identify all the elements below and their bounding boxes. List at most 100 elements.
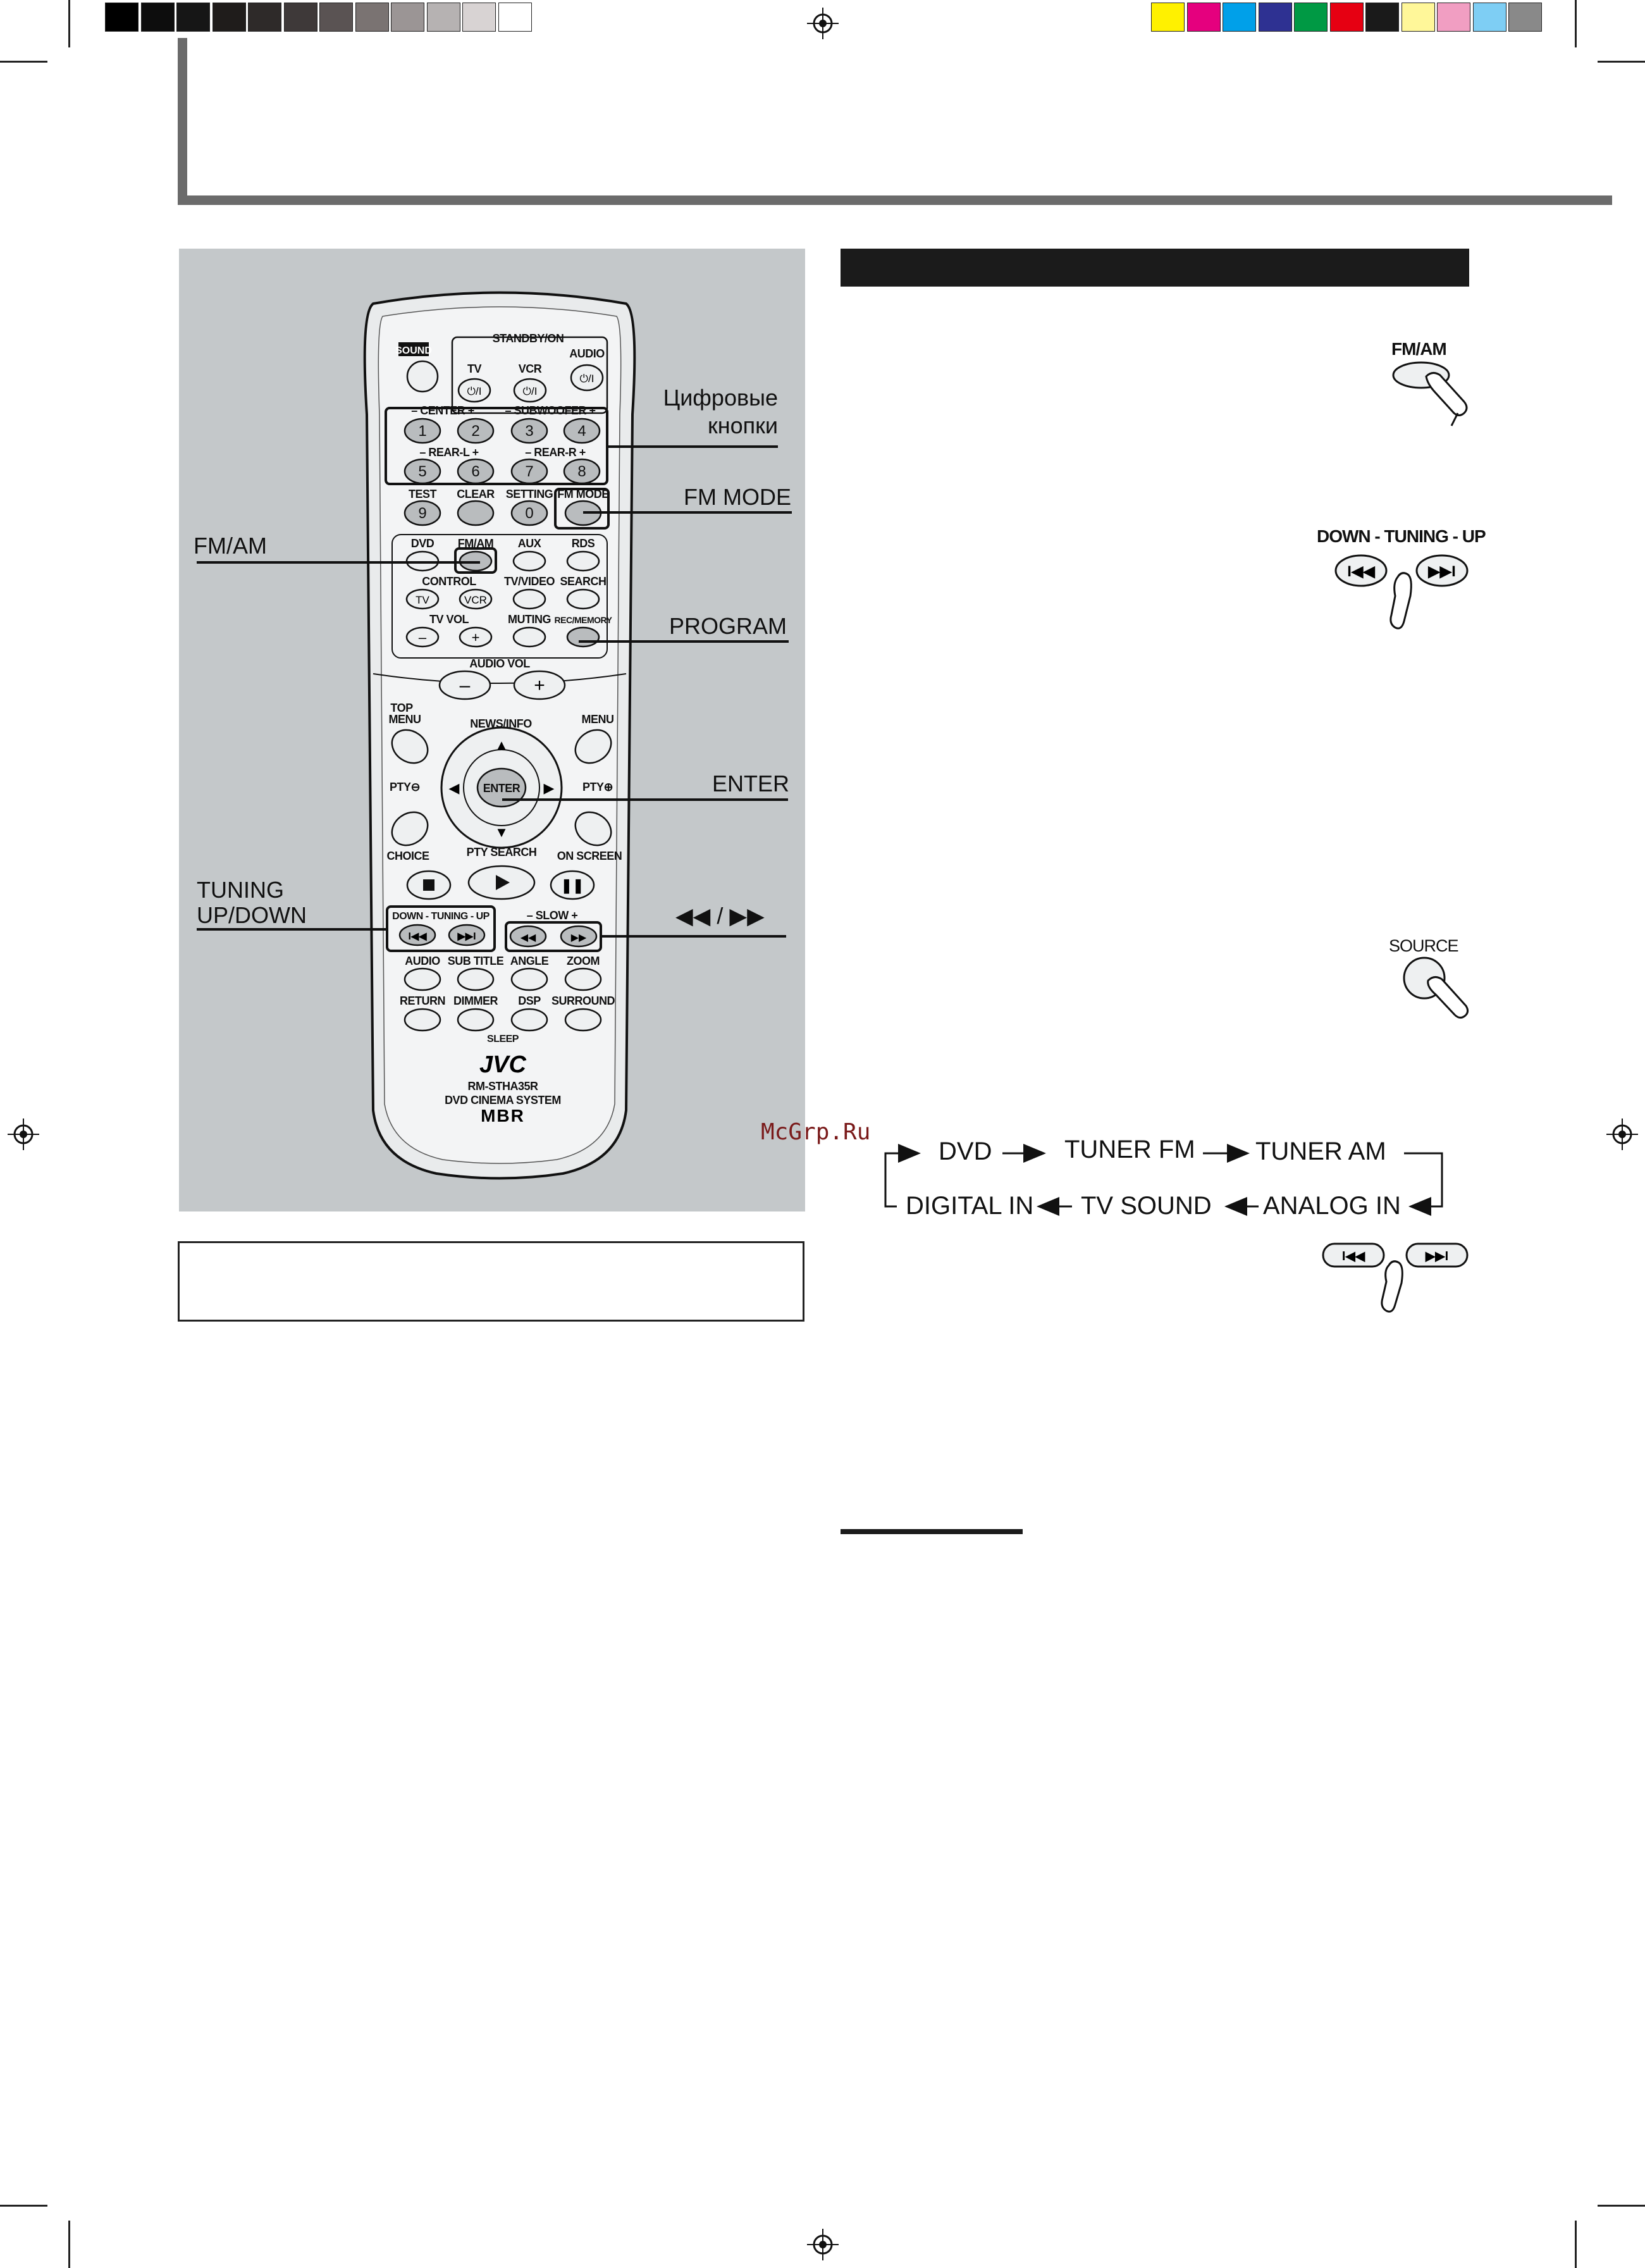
digit-2-button[interactable] <box>457 418 495 444</box>
color-patch <box>105 3 139 32</box>
digit-8-label: 8 <box>577 463 586 480</box>
setting-label: SETTING <box>506 488 553 500</box>
muting-button[interactable] <box>512 626 546 648</box>
pause-button[interactable] <box>550 870 595 900</box>
color-patch <box>1258 3 1292 32</box>
subtitle-button[interactable] <box>457 967 495 991</box>
tvvol-plus-button[interactable] <box>459 626 493 648</box>
digit-1-button[interactable] <box>404 418 441 444</box>
control-vcr-button[interactable] <box>459 588 493 610</box>
enter-remote-label: ENTER <box>483 782 521 795</box>
fmam-button-label: FM/AM <box>1391 339 1447 359</box>
color-patch <box>1508 3 1542 32</box>
control-tv-button[interactable] <box>405 588 440 610</box>
center-label: – CENTER + <box>411 404 474 417</box>
digit-5-button[interactable] <box>404 458 441 485</box>
crop-mark <box>68 2221 70 2268</box>
flow-digital-in: DIGITAL IN <box>906 1192 1034 1220</box>
zoom-button[interactable] <box>564 967 602 991</box>
angle-button[interactable] <box>510 967 548 991</box>
fm-mode-leader <box>583 511 792 514</box>
audio-vol-label: AUDIO VOL <box>469 657 530 670</box>
finger-icon <box>1425 372 1468 416</box>
skip-back-icon: I◀◀ <box>408 931 427 942</box>
menu-button[interactable] <box>569 723 618 770</box>
rec-memory-button[interactable] <box>566 626 600 648</box>
rds-button[interactable] <box>566 550 600 572</box>
control-vcr-text: VCR <box>464 594 487 606</box>
choice-button[interactable] <box>386 805 434 852</box>
audio-vol-minus-button[interactable] <box>438 670 491 700</box>
dimmer-label: DIMMER <box>453 995 498 1007</box>
digit-3-button[interactable] <box>510 418 548 444</box>
return-button[interactable] <box>404 1008 441 1032</box>
right-arrow-icon[interactable]: ▶ <box>544 780 555 796</box>
audio-button[interactable] <box>404 967 441 991</box>
on-screen-button[interactable] <box>569 805 618 852</box>
digit-7-label: 7 <box>525 463 533 480</box>
source-button-illustration[interactable] <box>1398 955 1474 1025</box>
tvvol-plus-text: + <box>472 629 480 645</box>
digit-9-button[interactable] <box>404 500 441 526</box>
rew-ff-leader <box>601 935 786 938</box>
tuning-callout-line1: TUNING <box>197 877 284 903</box>
left-arrow-icon[interactable]: ◀ <box>449 780 460 796</box>
top-menu-button[interactable] <box>386 723 434 770</box>
color-patch <box>248 3 281 32</box>
color-patch <box>426 3 460 32</box>
test-label: TEST <box>409 488 437 500</box>
sound-button[interactable] <box>406 360 439 393</box>
crop-mark <box>0 61 47 63</box>
audio-vol-plus-button[interactable] <box>513 670 566 700</box>
fm-mode-group <box>554 488 610 530</box>
digit-4-button[interactable] <box>563 418 601 444</box>
flow-analog-in: ANALOG IN <box>1263 1192 1401 1220</box>
digit-8-button[interactable] <box>563 458 601 485</box>
color-patch <box>1437 3 1470 32</box>
color-patch <box>140 3 175 32</box>
color-patch <box>283 3 317 32</box>
tv-power-button[interactable] <box>457 378 491 403</box>
news-info-label: NEWS/INFO <box>470 717 532 730</box>
aux-button[interactable] <box>512 550 546 572</box>
digit-6-button[interactable] <box>457 458 495 485</box>
digit-buttons-callout-line1: Цифровые <box>663 385 778 411</box>
dsp-button[interactable] <box>510 1008 548 1032</box>
skip-buttons-illustration[interactable]: I◀◀ ▶▶I <box>1322 1241 1474 1317</box>
digit-7-button[interactable] <box>510 458 548 485</box>
tuning-buttons-illustration[interactable]: I◀◀ ▶▶I <box>1334 552 1477 640</box>
tuning-up-button[interactable] <box>448 924 486 946</box>
rear-l-label: – REAR-L + <box>419 446 478 459</box>
tvvol-minus-button[interactable] <box>405 626 440 648</box>
color-patch <box>355 3 389 32</box>
clear-button[interactable] <box>457 500 495 526</box>
digit-0-button[interactable] <box>510 500 548 526</box>
tuning-down-button[interactable] <box>398 924 436 946</box>
section-underline <box>841 1529 1023 1534</box>
down-arrow-icon[interactable]: ▼ <box>495 824 508 840</box>
muting-label: MUTING <box>508 613 551 626</box>
flow-tuner-fm: TUNER FM <box>1064 1136 1195 1163</box>
choice-label: CHOICE <box>386 850 429 862</box>
crop-mark <box>1598 61 1645 63</box>
vcr-power-button[interactable] <box>513 378 547 403</box>
registration-mark-icon <box>807 8 839 39</box>
color-patch <box>319 3 353 32</box>
color-patch <box>176 3 210 32</box>
remote-tv-label: TV <box>467 363 481 375</box>
remote-vcr-label: VCR <box>519 363 542 375</box>
fmam-button-illustration[interactable] <box>1388 357 1477 427</box>
dimmer-button[interactable] <box>457 1008 495 1032</box>
audio-power-button[interactable] <box>570 364 604 392</box>
color-patch <box>1329 3 1364 32</box>
color-patch <box>1186 3 1221 32</box>
tvvideo-button[interactable] <box>512 588 546 610</box>
up-arrow-icon[interactable]: ▲ <box>495 737 508 753</box>
search-button[interactable] <box>566 588 600 610</box>
color-patch <box>1294 3 1328 32</box>
fast-forward-button[interactable] <box>560 925 598 948</box>
rewind-button[interactable] <box>509 925 547 948</box>
color-patch <box>1151 3 1185 32</box>
enter-button[interactable] <box>476 767 527 808</box>
surround-button[interactable] <box>564 1008 602 1032</box>
